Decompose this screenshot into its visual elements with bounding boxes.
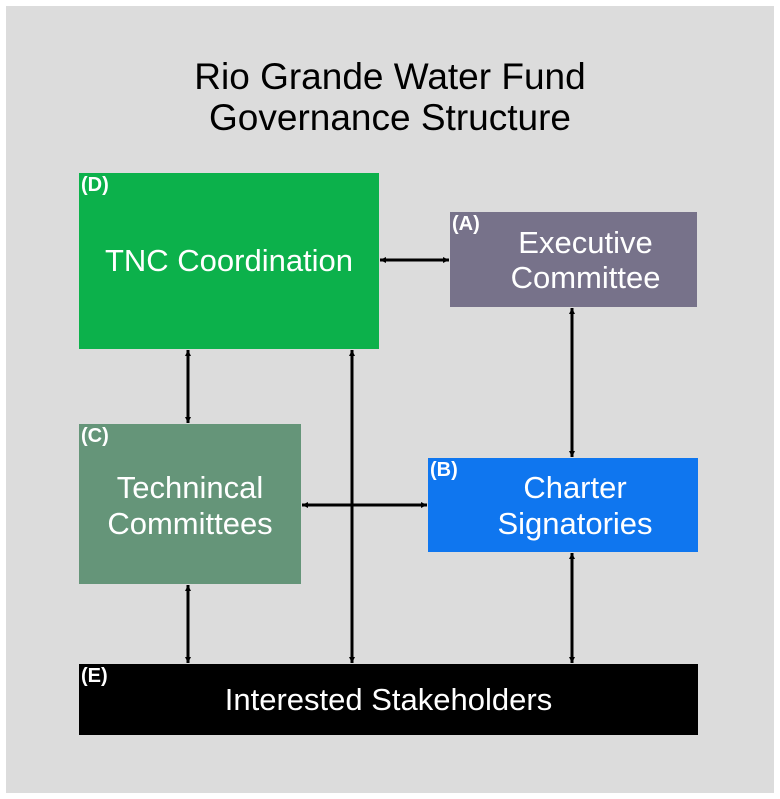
node-label-line1: Executive [518,225,653,260]
diagram-title-line2: Governance Structure [209,97,571,138]
node-charter-signatories: (B) Charter Signatories [428,458,698,552]
node-label-line1: Charter [523,470,627,505]
diagram-background [6,6,774,793]
node-label-line2: Committee [510,260,661,295]
node-label-line2: Committees [107,506,273,541]
node-tag: (A) [452,213,480,235]
node-tag: (C) [81,425,109,447]
node-tag: (D) [81,174,109,196]
diagram-title-line1: Rio Grande Water Fund [194,56,586,97]
node-tag: (E) [81,665,108,687]
node-tnc-coordination: (D) TNC Coordination [79,173,379,349]
node-tag: (B) [430,459,458,481]
node-label: Interested Stakeholders [224,682,553,717]
node-label-line2: Signatories [497,506,653,541]
node-label: TNC Coordination [104,243,354,278]
node-interested-stakeholders: (E) Interested Stakeholders [79,664,698,735]
node-label-line1: Technincal [116,470,264,505]
node-technical-committees: (C) Technincal Committees [79,424,301,584]
node-executive-committee: (A) Executive Committee [450,212,697,307]
